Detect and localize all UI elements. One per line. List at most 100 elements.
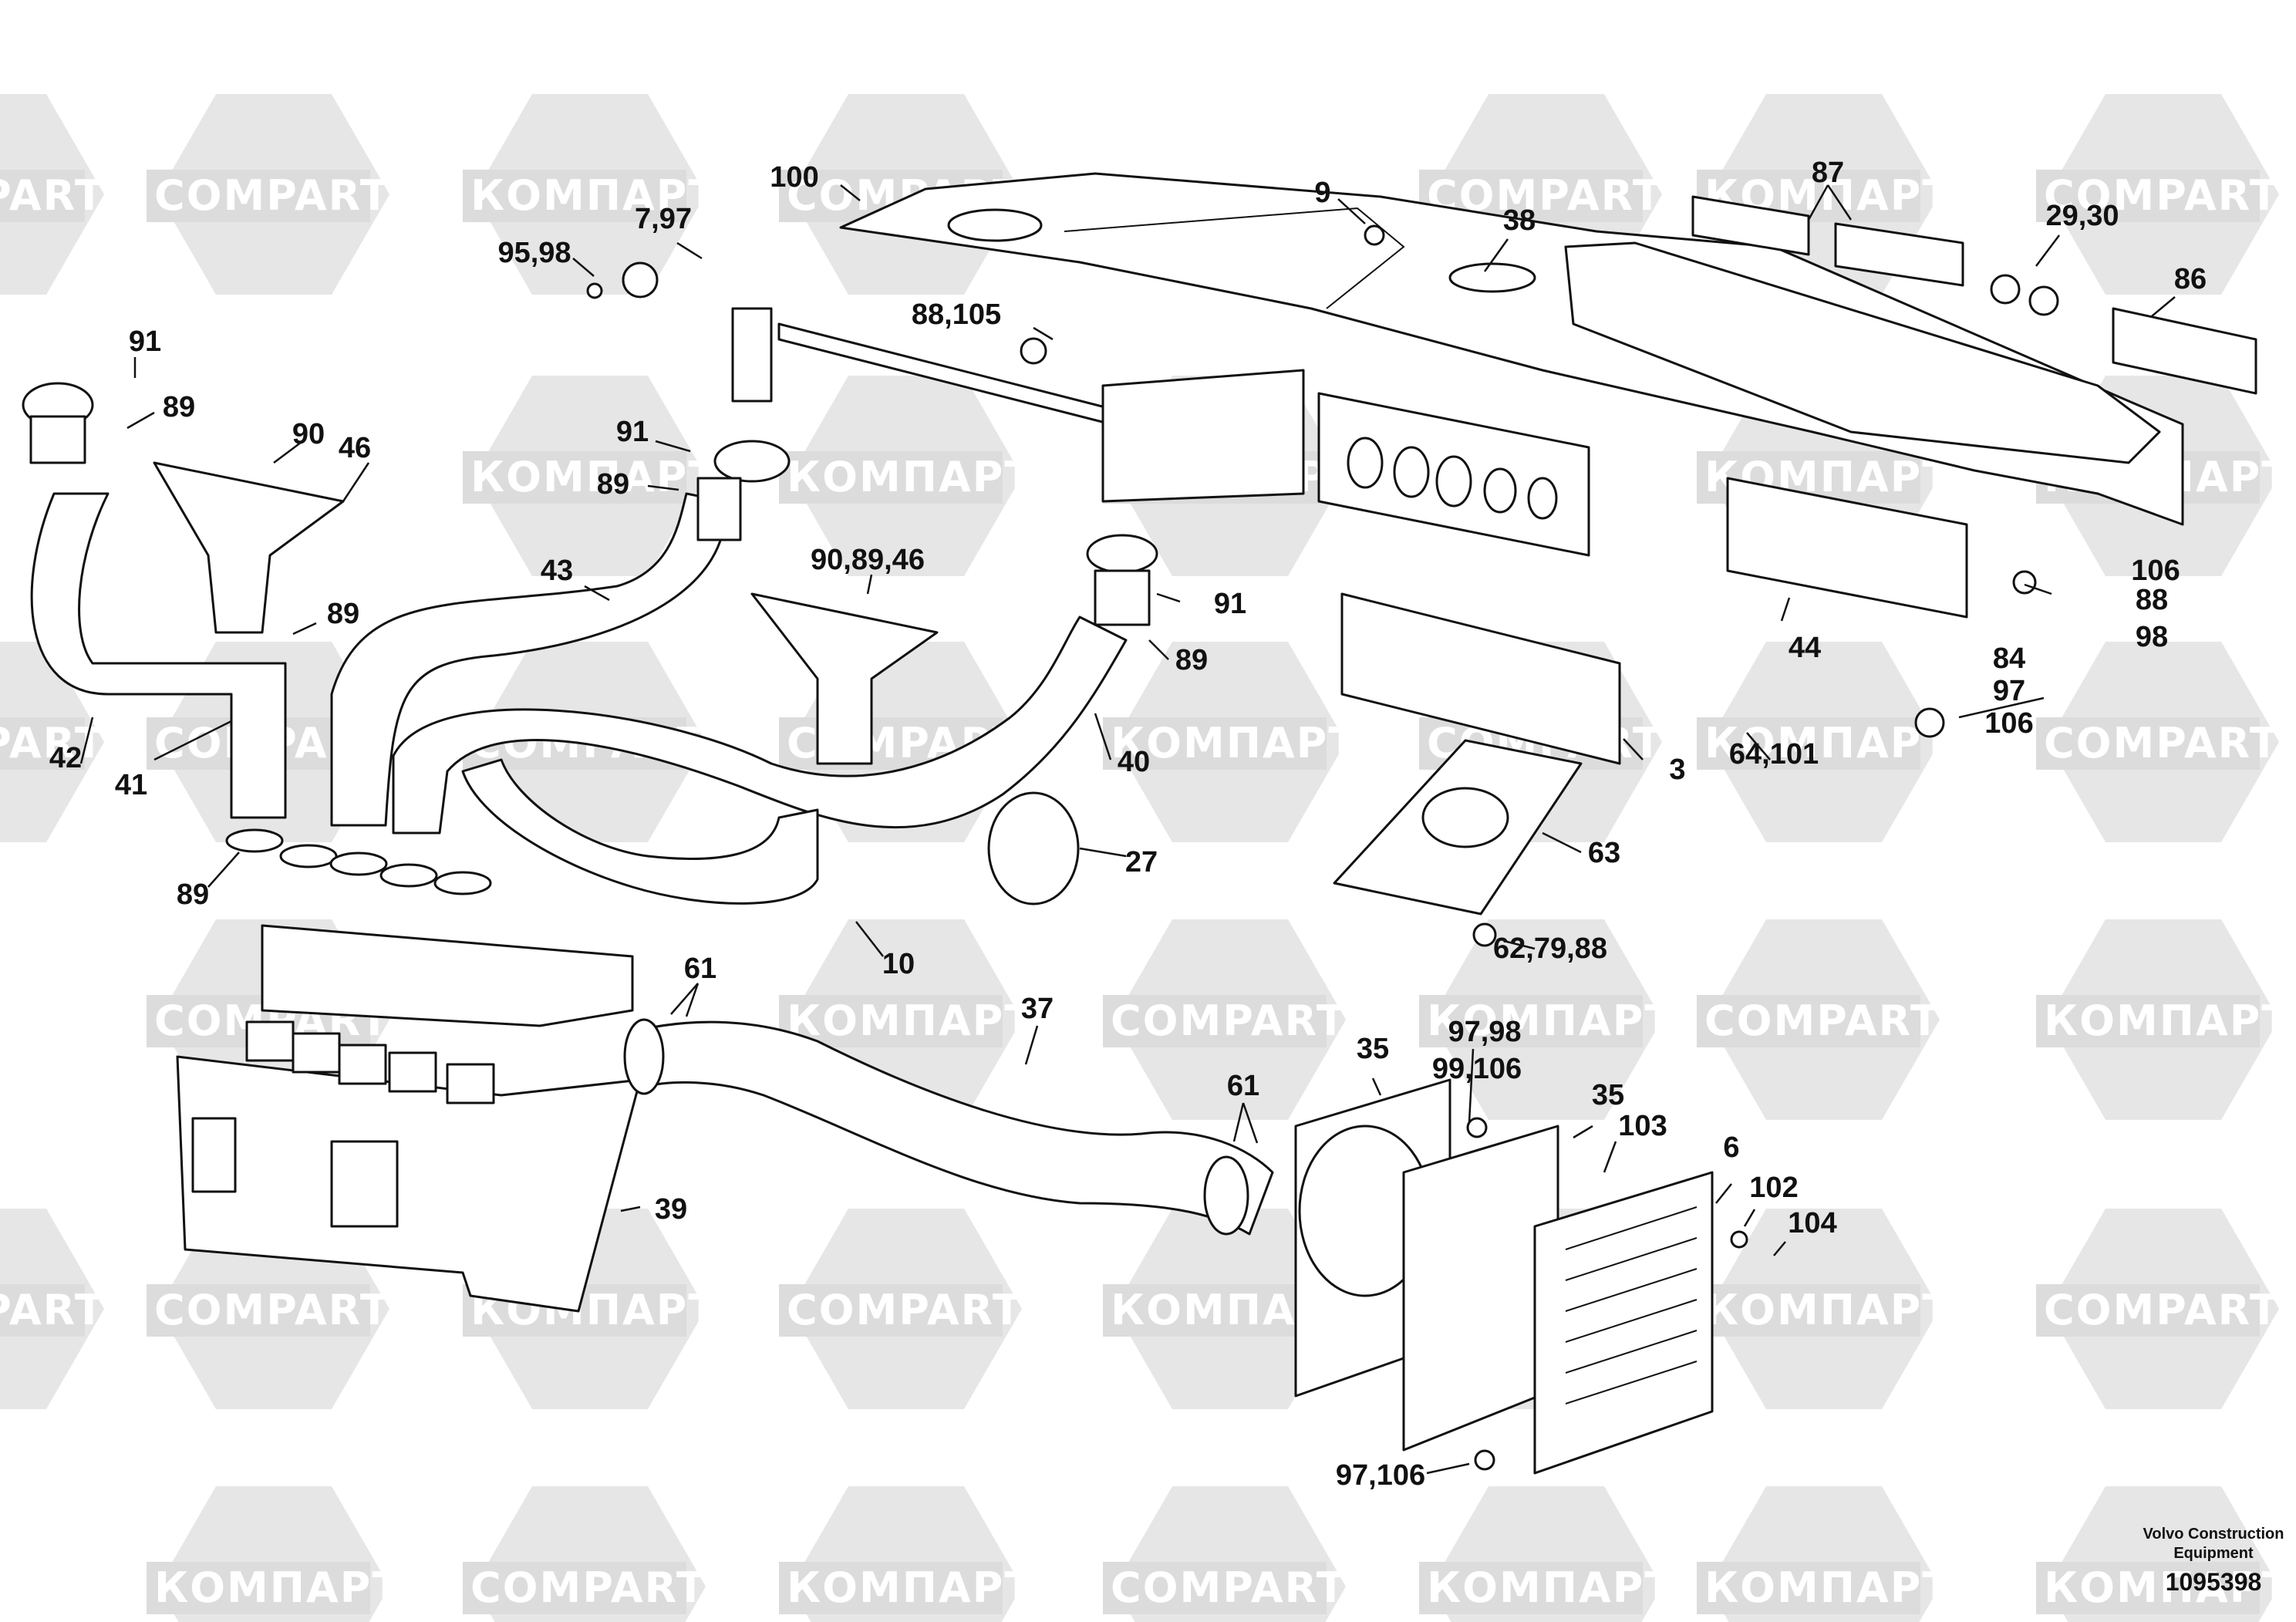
- watermark-text: COMPART: [2044, 719, 2280, 767]
- watermark: COMPART: [0, 94, 105, 295]
- callout-labels: 100 9 38 87 29,30 86 7,97 95,98 88,105 91 89 90 46 91…: [49, 157, 2207, 1492]
- watermark: КОМПАРТ: [463, 94, 718, 295]
- watermark-text: КОМПАРТ: [154, 1563, 402, 1612]
- watermark: COMPART: [0, 1209, 105, 1409]
- callout-label: 90,89,46: [811, 544, 925, 576]
- watermark-text: COMPART: [0, 171, 105, 220]
- callout-label: 89: [597, 468, 629, 501]
- callout-label: 43: [541, 555, 573, 587]
- leader-lines: [79, 184, 2176, 1475]
- duct-37: [639, 1020, 1274, 1236]
- callout-label: 89: [327, 598, 359, 630]
- watermark-text: КОМПАРТ: [787, 1563, 1034, 1612]
- callout-label: 89: [163, 391, 195, 423]
- watermark: COMPART: [147, 94, 389, 295]
- callout-label: 10: [882, 948, 915, 980]
- callout-label: 97,98: [1448, 1016, 1521, 1048]
- callout-label: 103: [1618, 1110, 1667, 1142]
- watermark-text: COMPART: [2044, 171, 2280, 220]
- callout-label: 88: [2136, 584, 2168, 616]
- callout-label: 106: [2131, 555, 2180, 587]
- callout-label: 104: [1788, 1207, 1836, 1239]
- callout-label: 88,105: [912, 298, 1001, 331]
- watermark-text: КОМПАРТ: [787, 453, 1034, 501]
- callout-label: 3: [1669, 754, 1685, 786]
- callout-label: 37: [1021, 993, 1054, 1025]
- watermark: КОМПАРТ: [1103, 642, 1358, 842]
- callout-label: 27: [1125, 846, 1158, 878]
- callout-label: 95,98: [497, 237, 571, 269]
- company-line1: Volvo Construction: [2143, 1526, 2284, 1543]
- callout-label: 61: [1227, 1070, 1259, 1102]
- callout-label: 91: [616, 416, 649, 448]
- dashboard-panel: [839, 172, 2184, 526]
- drawing-number: 1095398: [2166, 1568, 2262, 1596]
- watermark: КОМПАРТ: [2036, 919, 2291, 1120]
- callout-label: 99,106: [1432, 1053, 1522, 1085]
- watermark-text: COMPART: [1111, 1563, 1347, 1612]
- watermark-text: КОМПАРТ: [470, 453, 718, 501]
- callout-label: 39: [655, 1193, 687, 1226]
- callout-label: 64,101: [1729, 738, 1819, 771]
- watermark: КОМПАРТ: [2036, 1486, 2291, 1622]
- watermark: КОМПАРТ: [1697, 1209, 1950, 1409]
- callout-label: 84: [1993, 642, 2025, 675]
- watermark: COMPART: [2036, 1209, 2279, 1409]
- callout-label: 97,106: [1336, 1459, 1425, 1492]
- callout-label: 106: [1984, 707, 2033, 740]
- watermark: COMPART: [463, 1486, 706, 1622]
- watermark-text: COMPART: [787, 1286, 1023, 1334]
- duct-10: [461, 758, 819, 905]
- callout-label: 100: [770, 161, 818, 194]
- watermark: КОМПАРТ: [463, 376, 718, 576]
- watermark-text: КОМПАРТ: [470, 171, 718, 220]
- watermark: COMPART: [2036, 94, 2280, 295]
- callout-label: 9: [1314, 177, 1330, 209]
- watermark-text: КОМПАРТ: [1704, 719, 1952, 767]
- watermark-text: КОМПАРТ: [1704, 1563, 1952, 1612]
- callout-label: 6: [1723, 1131, 1739, 1164]
- watermark-text: КОМПАРТ: [1111, 719, 1358, 767]
- watermark-text: COMPART: [154, 1286, 390, 1334]
- company-line2: Equipment: [2173, 1545, 2254, 1562]
- callout-label: 63: [1588, 837, 1620, 869]
- callout-label: 86: [2174, 263, 2207, 295]
- callout-label: 35: [1592, 1079, 1624, 1111]
- watermark-text: КОМПАРТ: [1427, 996, 1674, 1045]
- callout-label: 46: [339, 432, 371, 464]
- watermark: COMPART: [2036, 642, 2280, 842]
- callout-label: 91: [1214, 588, 1246, 620]
- callout-label: 61: [684, 953, 716, 985]
- duct-40: [392, 615, 1128, 835]
- watermark: КОМПАРТ: [1419, 919, 1674, 1120]
- watermark-text: КОМПАРТ: [1427, 1563, 1674, 1612]
- callout-label: 98: [2136, 621, 2168, 653]
- duct-42: [30, 492, 287, 819]
- callout-label: 102: [1749, 1172, 1798, 1204]
- watermark: КОМПАРТ: [1419, 1486, 1674, 1622]
- callout-label: 29,30: [2045, 200, 2119, 232]
- callout-label: 97: [1993, 675, 2025, 707]
- watermark-text: КОМПАРТ: [2044, 1563, 2291, 1612]
- callout-label: 62,79,88: [1493, 932, 1607, 965]
- watermark: КОМПАРТ: [1697, 642, 1952, 842]
- watermark-text: COMPART: [1111, 996, 1347, 1045]
- watermark-text: КОМПАРТ: [2044, 996, 2291, 1045]
- exploded-view-drawing: [22, 172, 2257, 1475]
- watermark: КОМПАРТ: [779, 376, 1034, 576]
- callout-label: 90: [292, 418, 325, 450]
- watermark-text: COMPART: [0, 1286, 105, 1334]
- callout-label: 38: [1503, 204, 1536, 237]
- watermark-text: КОМПАРТ: [787, 996, 1034, 1045]
- callout-label: 35: [1357, 1033, 1389, 1065]
- footer-block: Volvo Construction Equipment 1095398: [2143, 1526, 2284, 1596]
- callout-label: 87: [1812, 157, 1844, 189]
- watermark: КОМПАРТ: [147, 1486, 402, 1622]
- watermark: КОМПАРТ: [779, 1486, 1034, 1622]
- callout-label: 7,97: [635, 203, 692, 235]
- callout-label: 42: [49, 742, 82, 774]
- heater-unit: [261, 924, 634, 1027]
- watermark: COMPART: [1103, 1486, 1347, 1622]
- callout-label: 89: [177, 878, 209, 911]
